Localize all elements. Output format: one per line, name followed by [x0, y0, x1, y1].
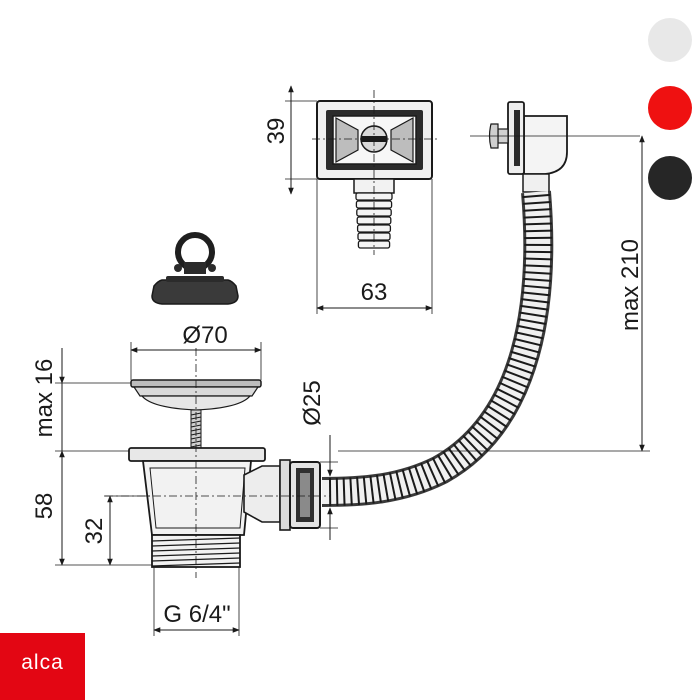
dim-label-hose-length: max 210 [617, 239, 644, 331]
dimension-thread-height: 32 [81, 495, 150, 566]
plug-stopper [151, 232, 239, 305]
dim-label-overflow-height: 39 [263, 118, 290, 145]
color-swatch-black[interactable] [648, 156, 692, 200]
hose-connector [470, 101, 640, 193]
dimension-hose-length: max 210 [338, 135, 650, 452]
overflow-head [312, 90, 440, 255]
color-swatch-white[interactable] [648, 18, 692, 62]
dim-label-plug-diameter: Ø70 [182, 322, 227, 349]
dimension-plug-diameter: Ø70 [130, 322, 262, 380]
dimension-overflow-height: 39 [263, 85, 317, 195]
dim-label-hose-diameter: Ø25 [299, 380, 326, 425]
dimension-plug-height: max 16 [31, 348, 131, 452]
color-swatch-red[interactable] [648, 86, 692, 130]
dimension-overflow-width: 63 [316, 179, 433, 314]
corrugated-hose [321, 190, 554, 507]
alca-logo[interactable]: alca [0, 633, 85, 700]
dim-label-thread-size: G 6/4" [163, 601, 230, 628]
dimension-thread-size: G 6/4" [153, 567, 240, 636]
logo-text: alca [21, 651, 64, 674]
dim-label-plug-height: max 16 [31, 359, 58, 438]
dim-label-thread-height: 32 [81, 518, 108, 545]
dimension-hose-diameter: Ø25 [299, 380, 338, 540]
dimension-waste-height: 58 [31, 450, 152, 566]
dim-label-overflow-width: 63 [361, 279, 388, 306]
dim-label-waste-height: 58 [31, 493, 58, 520]
drain-body [105, 348, 330, 578]
